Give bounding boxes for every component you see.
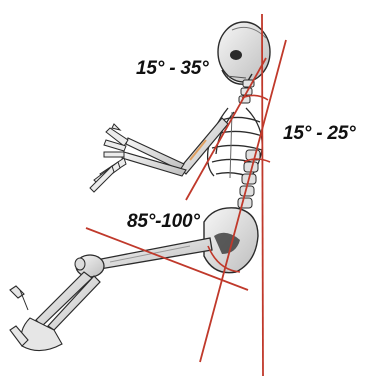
vertical-reference-line [262,14,263,376]
back-angle-label: 15° - 25° [283,123,356,145]
forearm-bones [122,138,186,176]
hand-bones-upper [104,124,128,157]
pelvis [204,208,258,273]
knee-joint [75,255,104,277]
foot-bones [10,286,62,351]
hip-angle-label: 85°-100° [127,211,200,233]
hand-bones-lower [90,158,126,192]
neck-angle-label: 15° - 35° [136,58,209,80]
shin-bones [36,272,100,330]
